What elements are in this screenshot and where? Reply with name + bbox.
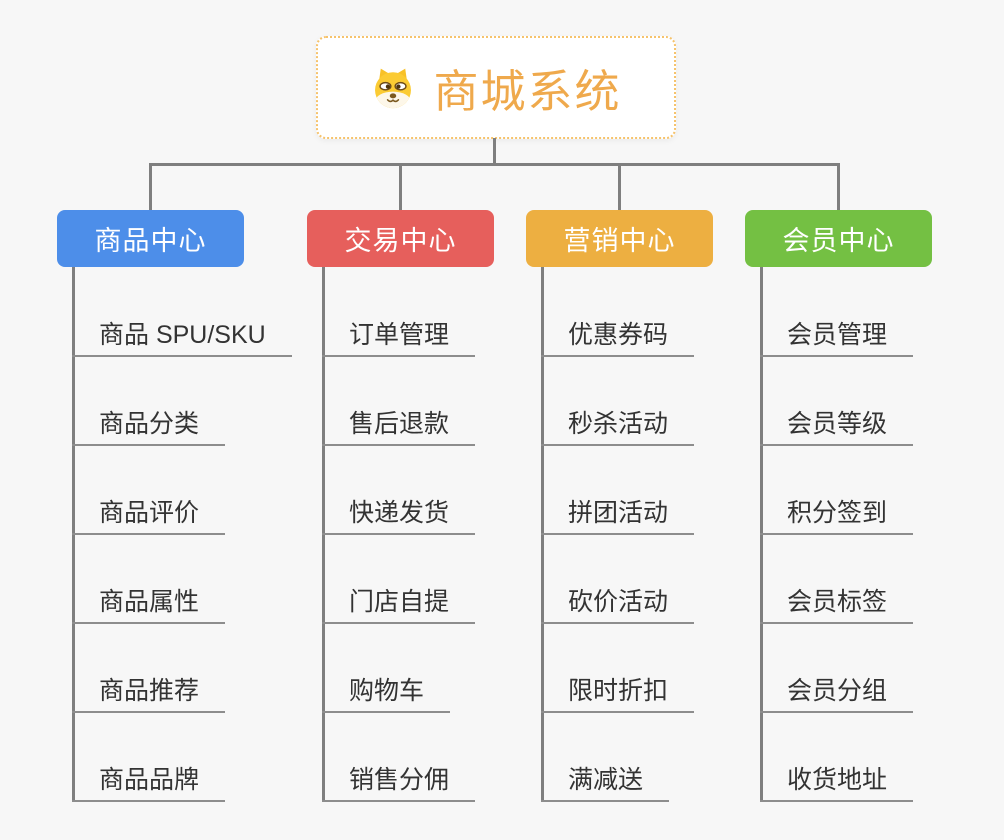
connector-horizontal-rail [149,163,840,166]
root-node-mall-system[interactable]: 商城系统 [316,36,676,139]
branch-column-member: 会员管理 会员等级 积分签到 会员标签 会员分组 收货地址 [760,267,1004,812]
branch-label: 交易中心 [344,226,457,256]
connector-root-stub [493,138,496,164]
branch-node-member-center[interactable]: 会员中心 [745,210,932,267]
leaf-node[interactable]: 积分签到 [760,501,914,535]
leaf-node[interactable]: 秒杀活动 [541,412,695,446]
connector-drop-trade [399,165,402,210]
branch-node-marketing-center[interactable]: 营销中心 [526,210,713,267]
branch-column-marketing: 优惠券码 秒杀活动 拼团活动 砍价活动 限时折扣 满减送 [541,267,791,812]
leaf-node[interactable]: 收货地址 [760,768,914,802]
leaf-node[interactable]: 满减送 [541,768,670,802]
root-title: 商城系统 [433,66,622,117]
leaf-node[interactable]: 商品推荐 [72,679,226,713]
dog-face-icon [370,65,416,111]
leaf-node[interactable]: 砍价活动 [541,590,695,624]
branch-column-trade: 订单管理 售后退款 快递发货 门店自提 购物车 销售分佣 [322,267,572,812]
leaf-node[interactable]: 门店自提 [322,590,476,624]
leaf-node[interactable]: 购物车 [322,679,451,713]
connector-drop-marketing [618,165,621,210]
connector-drop-product [149,165,152,210]
leaf-node[interactable]: 订单管理 [322,323,476,357]
branch-label: 商品中心 [94,226,207,256]
leaf-node[interactable]: 售后退款 [322,412,476,446]
leaf-node[interactable]: 快递发货 [322,501,476,535]
leaf-node[interactable]: 会员管理 [760,323,914,357]
leaf-node[interactable]: 会员分组 [760,679,914,713]
connector-drop-member [837,165,840,210]
leaf-node[interactable]: 商品品牌 [72,768,226,802]
branch-label: 营销中心 [563,226,676,256]
branch-column-product: 商品 SPU/SKU 商品分类 商品评价 商品属性 商品推荐 商品品牌 [72,267,322,812]
leaf-node[interactable]: 商品属性 [72,590,226,624]
leaf-node[interactable]: 商品评价 [72,501,226,535]
leaf-node[interactable]: 拼团活动 [541,501,695,535]
leaf-node[interactable]: 会员等级 [760,412,914,446]
leaf-node[interactable]: 会员标签 [760,590,914,624]
branch-node-trade-center[interactable]: 交易中心 [307,210,494,267]
leaf-node[interactable]: 优惠券码 [541,323,695,357]
leaf-node[interactable]: 商品 SPU/SKU [72,323,292,357]
leaf-node[interactable]: 销售分佣 [322,768,476,802]
leaf-node[interactable]: 商品分类 [72,412,226,446]
branch-label: 会员中心 [782,226,895,256]
branch-node-product-center[interactable]: 商品中心 [57,210,244,267]
leaf-node[interactable]: 限时折扣 [541,679,695,713]
